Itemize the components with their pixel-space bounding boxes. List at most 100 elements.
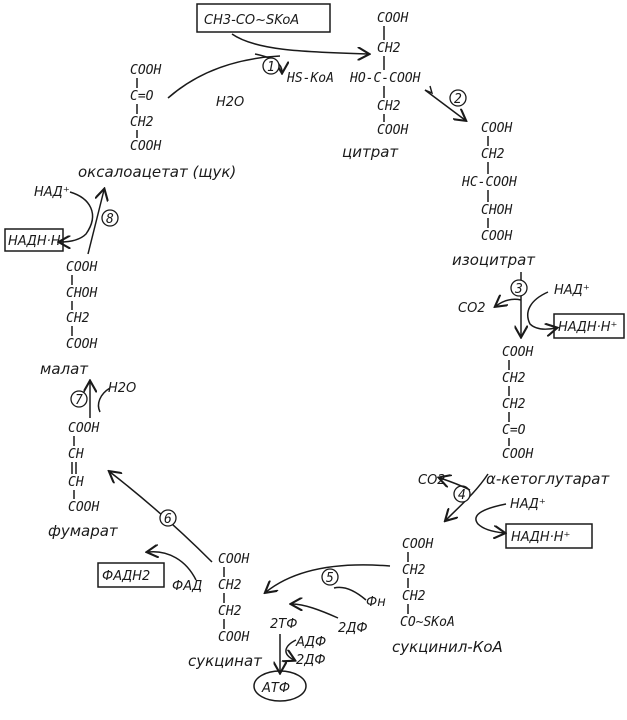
water-arrow-step7 (97, 387, 111, 413)
nad-label-step8: НАД⁺ (34, 185, 70, 200)
malate-line-2: CH2 (66, 311, 90, 326)
citrate-line-2: HO-C-COOH (349, 71, 421, 86)
oxaloacetate-molecule: COOH C=O CH2 COOH (130, 63, 161, 154)
step-6-circle (159, 509, 177, 527)
co2-arrow-step4 (440, 478, 471, 491)
water-label-step1: H2O (216, 95, 244, 110)
succinyl-coa-line-1: CH2 (402, 563, 426, 578)
nadh-label-step3: НАДН·Н⁺ (558, 320, 617, 335)
succinyl-coa-line-2: CH2 (402, 589, 426, 604)
malate-name: малат (40, 360, 89, 378)
citrate-line-3: CH2 (377, 99, 401, 114)
isocitrate-molecule: COOH CH2 HC-COOH CHOH COOH (461, 121, 517, 244)
co2-label-step3: CO2 (458, 301, 486, 316)
step-7-circle (70, 390, 88, 408)
step8-arrow-up (87, 190, 104, 255)
citrate-molecule: COOH CH2 HO-C-COOH CH2 COOH (349, 11, 421, 138)
acetyl-coa-box (196, 3, 331, 33)
pn-label: Фн (366, 595, 386, 610)
oxaloacetate-name: оксалоацетат (щук) (78, 163, 236, 181)
succinate-molecule: COOH CH2 CH2 COOH (218, 552, 249, 645)
step-6-number: 6 (164, 512, 172, 527)
succinyl-coa-name: сукцинил-КоА (392, 638, 503, 656)
citrate-line-4: COOH (377, 123, 408, 138)
isocitrate-line-4: COOH (481, 229, 512, 244)
gdf-arrow (292, 604, 339, 619)
citrate-line-0: COOH (377, 11, 408, 26)
step-4-number: 4 (458, 488, 466, 503)
fumarate-name: фумарат (48, 522, 119, 540)
ketoglutarate-line-2: CH2 (502, 397, 526, 412)
step1-arrow (231, 33, 368, 54)
gdf-label: 2ДФ (338, 621, 368, 636)
step-2-circle (449, 89, 467, 107)
step-3-circle (510, 279, 528, 297)
pn-arrow (333, 586, 367, 601)
isocitrate-line-3: CHOH (481, 203, 512, 218)
isocitrate-line-1: CH2 (481, 147, 505, 162)
step-1-circle (262, 57, 280, 75)
fumarate-line-2: CH (68, 475, 84, 490)
fad-label: ФАД (172, 579, 202, 594)
atf-circle (253, 670, 307, 702)
isocitrate-line-0: COOH (481, 121, 512, 136)
atf-label: АТФ (261, 681, 290, 696)
isocitrate-line-2: HC-COOH (461, 175, 517, 190)
fumarate-line-3: COOH (68, 500, 99, 515)
nad-label-step3: НАД⁺ (554, 283, 590, 298)
step-8-number: 8 (106, 212, 114, 227)
hs-koa-label: HS-KoA (286, 71, 334, 86)
nadh-label-step4: НАДН·Н⁺ (511, 530, 570, 545)
succinyl-coa-line-0: COOH (402, 537, 433, 552)
ketoglutarate-molecule: COOH CH2 CH2 C=O COOH (502, 345, 533, 462)
nad-arrow-step4 (475, 503, 506, 533)
adf-label: АДФ (295, 635, 326, 650)
nad-arrow-step3 (527, 291, 556, 329)
co2-label-step4: CO2 (418, 473, 446, 488)
isocitrate-name: изоцитрат (452, 251, 536, 269)
oxaloacetate-line-3: COOH (130, 139, 161, 154)
adf2-label: 2ДФ (296, 653, 326, 668)
succinate-name: сукцинат (188, 652, 263, 670)
malate-line-3: COOH (66, 337, 97, 352)
oxaloacetate-line-0: COOH (130, 63, 161, 78)
succinate-line-2: CH2 (218, 604, 242, 619)
nadh-box-step4 (505, 523, 593, 549)
fumarate-line-1: CH (68, 447, 84, 462)
co2-arrow-step3 (496, 299, 522, 306)
malate-molecule: COOH CHOH CH2 COOH (66, 260, 97, 352)
succinyl-coa-molecule: COOH CH2 CH2 CO~SKoA (400, 537, 455, 630)
step2-arrow (424, 89, 465, 120)
fadh2-label: ФАДН2 (102, 569, 150, 584)
adf-arrow (286, 639, 296, 660)
oxaloacetate-line-2: CH2 (130, 115, 154, 130)
step-7-number: 7 (75, 393, 83, 408)
ketoglutarate-line-4: COOH (502, 447, 533, 462)
step-2-number: 2 (454, 92, 462, 107)
step5-arrow (266, 564, 391, 592)
step-1-number: 1 (267, 60, 275, 75)
nad-arrow-step8 (60, 191, 94, 242)
malate-line-0: COOH (66, 260, 97, 275)
succinate-line-0: COOH (218, 552, 249, 567)
nad-label-step4: НАД⁺ (510, 497, 546, 512)
citrate-line-1: CH2 (377, 41, 401, 56)
water-label-step7: H2O (108, 381, 136, 396)
citrate-name: цитрат (342, 143, 399, 161)
succinate-line-1: CH2 (218, 578, 242, 593)
malate-line-1: CHOH (66, 286, 97, 301)
ketoglutarate-line-1: CH2 (502, 371, 526, 386)
step-8-circle (101, 209, 119, 227)
fadh2-box (97, 562, 165, 588)
step-3-number: 3 (514, 282, 523, 297)
gtf-label: 2ТФ (270, 617, 297, 632)
nadh-label-step8: НАДН·Н (8, 234, 61, 249)
fumarate-molecule: COOH CH CH COOH (68, 421, 99, 515)
succinyl-coa-line-3: CO~SKoA (400, 615, 455, 630)
nadh-box-step3 (553, 313, 625, 339)
oxaloacetate-line-1: C=O (130, 89, 154, 104)
ketoglutarate-line-0: COOH (502, 345, 533, 360)
nadh-box-step8 (4, 228, 64, 252)
acetyl-coa-label: CH3-CO~SKoA (204, 13, 299, 28)
